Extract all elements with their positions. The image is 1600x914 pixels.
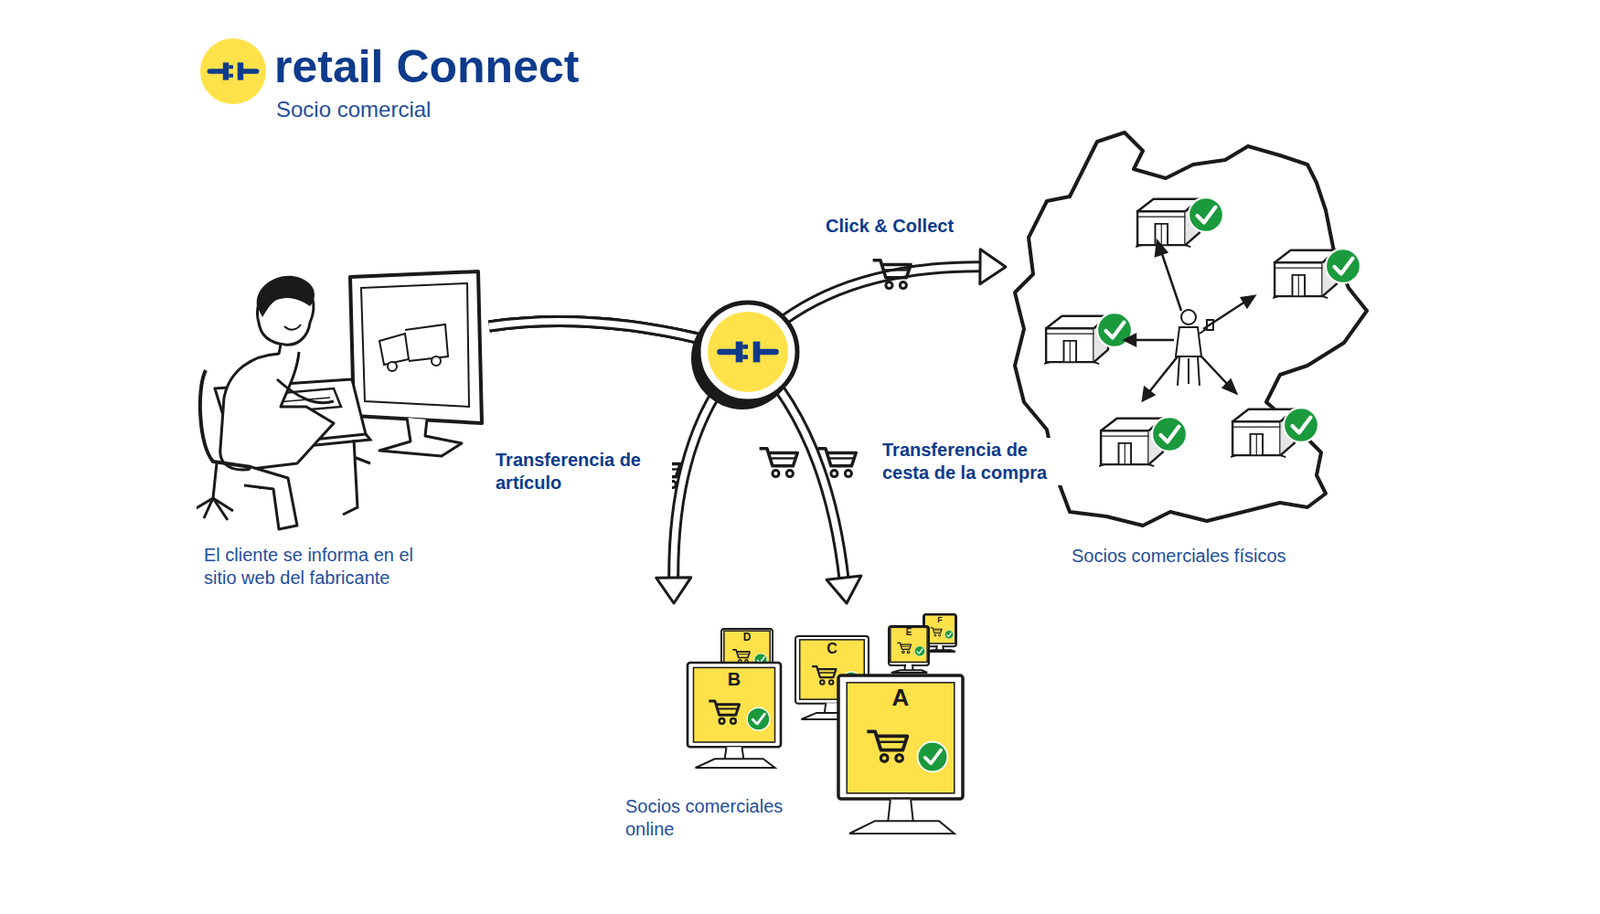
group-node: Socios comerciales online A BC D EF [621,603,979,860]
subtitle: Socio comercial [276,96,431,123]
hollow-arrow [489,321,862,604]
arrow-head [980,249,1006,285]
arrow-head [826,576,862,604]
monitor-letter: D [719,631,775,643]
monitor-letter: F [921,616,959,625]
caption-text: El cliente se informa en el sitio web de… [203,544,449,590]
title-logo [200,38,267,105]
monitor-letter: E [886,628,931,638]
diagram-title: retail Connect [274,40,579,94]
monitor-node: B [685,661,783,771]
arrow-head [656,577,692,604]
edge-label: Transferencia de cesta de la compra [879,437,1078,486]
illustrated-node: El cliente se informa en el sitio web de… [196,269,490,599]
monitor-letter: C [793,641,871,657]
monitor-node: A [836,673,965,837]
monitor-letter: B [685,670,783,689]
illustrated-node: Socios comerciales físicos [1005,128,1399,576]
edge-label: Click & Collect [822,213,957,239]
hub-connector [691,302,798,410]
edge-label: Transferencia de artículo [492,448,672,496]
cart-icons [642,260,912,489]
customer-illustration [196,269,490,535]
monitor-node: E [886,624,931,676]
monitor-letter: A [836,685,965,710]
caption-text: Socios comerciales físicos [1071,544,1374,568]
caption-text: Socios comerciales online [625,795,809,842]
